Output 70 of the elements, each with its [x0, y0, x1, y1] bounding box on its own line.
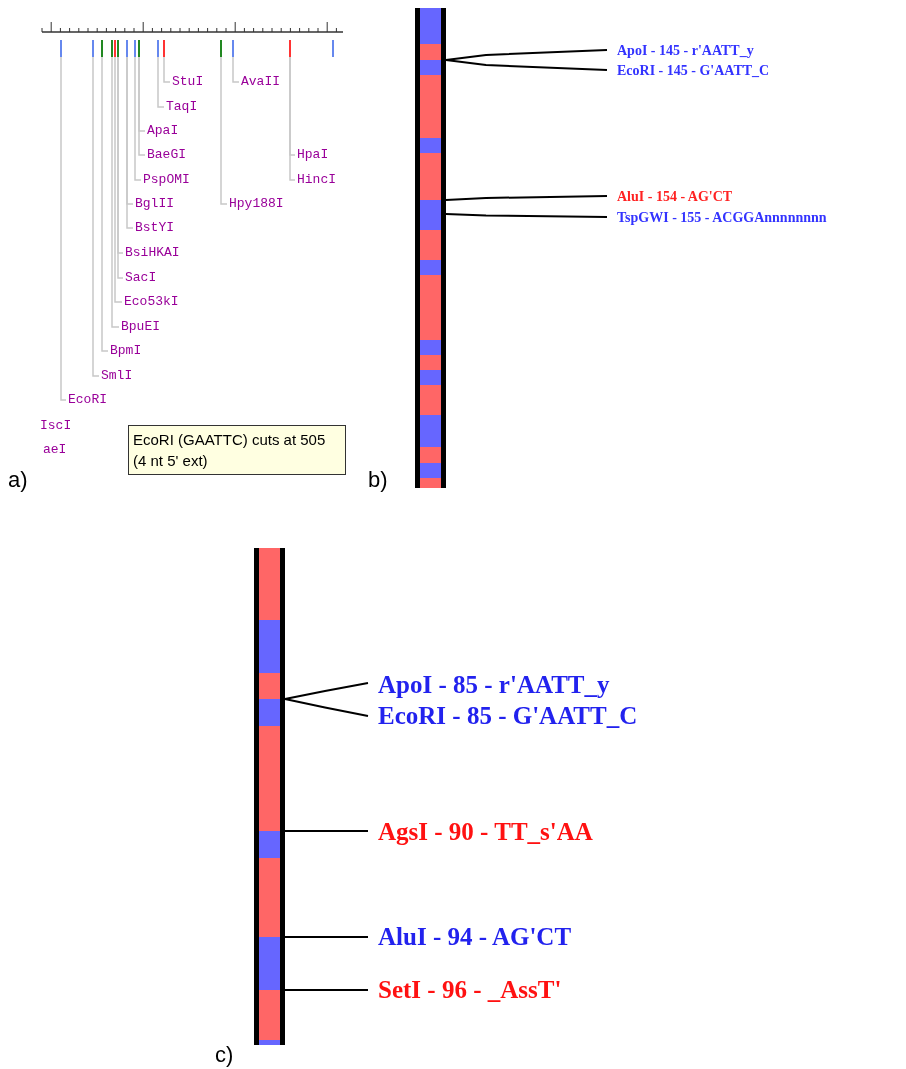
- cut-site-tick: [220, 40, 222, 57]
- enzyme-label: SmlI: [101, 368, 133, 384]
- leader-line: [101, 56, 109, 352]
- leader-line: [445, 213, 608, 218]
- cut-site-tick: [60, 40, 62, 57]
- cut-site-tick: [138, 40, 140, 57]
- chromosome-bar: [415, 8, 446, 488]
- enzyme-label: BpuEI: [121, 319, 160, 335]
- enzyme-label: BaeGI: [147, 147, 186, 163]
- enzyme-site-label: ApoI - 85 - r'AATT_y: [378, 670, 610, 700]
- leader-line: [289, 56, 296, 181]
- enzyme-label: EcoRI: [68, 392, 107, 408]
- cut-site-tick: [134, 40, 136, 57]
- cut-site-tick: [163, 40, 165, 57]
- enzyme-site-label: TspGWI - 155 - ACGGAnnnnnnnn: [617, 208, 827, 226]
- leader-line: [284, 698, 369, 717]
- leader-line: [220, 56, 228, 205]
- enzyme-label: BglII: [135, 196, 174, 212]
- cut-site-tick: [111, 40, 113, 57]
- leader-line: [114, 56, 123, 303]
- enzyme-site-label: AluI - 154 - AG'CT: [617, 187, 733, 205]
- chromosome-bar: [254, 548, 285, 1045]
- enzyme-label: HincI: [297, 172, 336, 188]
- leader-line: [284, 936, 369, 938]
- leader-line: [111, 56, 120, 328]
- cut-site-tick: [332, 40, 334, 57]
- enzyme-label: Eco53kI: [124, 294, 179, 310]
- enzyme-label: BsiHKAI: [125, 245, 180, 261]
- leader-line: [284, 989, 369, 991]
- cut-site-tick: [101, 40, 103, 57]
- enzyme-site-label: EcoRI - 85 - G'AATT_C: [378, 701, 638, 731]
- leader-line: [284, 682, 369, 700]
- cut-site-tick: [126, 40, 128, 57]
- leader-line: [157, 56, 165, 108]
- enzyme-label: aeI: [43, 442, 67, 458]
- cut-site-tick: [92, 40, 94, 57]
- cut-site-tick: [289, 40, 291, 57]
- enzyme-label: SacI: [125, 270, 157, 286]
- enzyme-label: AvaII: [241, 74, 280, 90]
- leader-line: [163, 56, 171, 83]
- enzyme-site-label: AluI - 94 - AG'CT: [378, 922, 572, 952]
- leader-line: [232, 56, 240, 83]
- enzyme-site-label: ApoI - 145 - r'AATT_y: [617, 41, 754, 59]
- leader-line: [445, 59, 608, 71]
- enzyme-label: IscI: [40, 418, 72, 434]
- enzyme-label: StuI: [172, 74, 204, 90]
- tooltip-box: EcoRI (GAATTC) cuts at 505 (4 nt 5' ext): [128, 425, 346, 475]
- enzyme-site-label: AgsI - 90 - TT_s'AA: [378, 817, 593, 847]
- cut-site-tick: [157, 40, 159, 57]
- enzyme-site-label: EcoRI - 145 - G'AATT_C: [617, 61, 770, 79]
- cut-site-tick: [117, 40, 119, 57]
- leader-line: [92, 56, 100, 377]
- enzyme-site-label: SetI - 96 - _AssT': [378, 975, 562, 1005]
- enzyme-label: HpaI: [297, 147, 329, 163]
- enzyme-label: TaqI: [166, 99, 198, 115]
- cut-site-tick: [114, 40, 116, 57]
- enzyme-label: BstYI: [135, 220, 174, 236]
- leader-line: [60, 56, 67, 401]
- leader-line: [445, 195, 608, 201]
- enzyme-label: ApaI: [147, 123, 179, 139]
- leader-line: [138, 56, 146, 156]
- leader-line: [134, 56, 142, 181]
- cut-site-tick: [232, 40, 234, 57]
- leader-line: [284, 830, 369, 832]
- panel-label: c): [215, 1043, 234, 1067]
- panel-label: b): [368, 468, 388, 492]
- enzyme-label: PspOMI: [143, 172, 190, 188]
- enzyme-label: Hpy188I: [229, 196, 284, 212]
- panel-label: a): [8, 468, 28, 492]
- enzyme-label: BpmI: [110, 343, 142, 359]
